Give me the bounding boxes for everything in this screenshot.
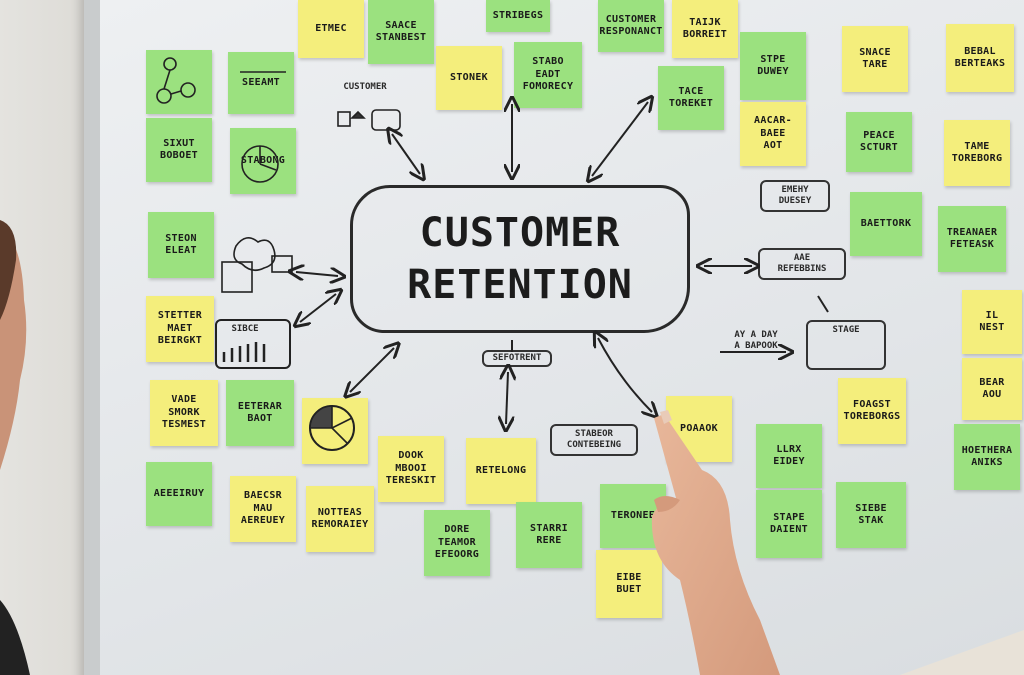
sticky-note: AEEEIRUY [146, 462, 212, 526]
sticky-note: STONEK [436, 46, 502, 110]
sticky-note: TREANAER FETEASK [938, 206, 1006, 272]
pie-chart-lines [331, 417, 353, 445]
sticky-note: TACE TOREKET [658, 66, 724, 130]
arrow [300, 294, 336, 322]
scribble-label: SIBCE [231, 324, 259, 334]
pointing-hand [651, 410, 1024, 675]
scribble-box: EMEHY DUESEY [760, 180, 830, 212]
sticky-note: STAPE DAIENT [756, 490, 822, 558]
sticky-note: BEBAL BERTEAKS [946, 24, 1014, 92]
sticky-note: EETERAR BAOT [226, 380, 294, 446]
sticky-note: FOAGST TOREBORGS [838, 378, 906, 444]
sticky-note: SNACE TARE [842, 26, 908, 92]
sticky-note: CUSTOMER RESPONANCT [598, 0, 664, 52]
sticky-note: STEON ELEAT [148, 212, 214, 278]
person-left [0, 220, 30, 675]
sleeve [900, 630, 1024, 675]
sticky-note: TAIJK BORREIT [672, 0, 738, 58]
doodle-shape [350, 110, 366, 119]
doodle-circle [163, 57, 177, 71]
hand [651, 414, 780, 675]
sticky-note: SIXUT BOBOET [146, 118, 212, 182]
sticky-note: RETELONG [466, 438, 536, 504]
pie-chart-slice [309, 405, 333, 429]
central-bubble [350, 185, 690, 333]
doodle-circle [156, 88, 172, 104]
sticky-note: VADE SMORK TESMEST [150, 380, 218, 446]
sticky-note: HOETHERA ANIKS [954, 424, 1020, 490]
arrow [598, 338, 652, 412]
scribble-box: STABEOR CONTEBEING [550, 424, 638, 456]
sticky-note: STRIBEGS [486, 0, 550, 32]
sticky-note: BEAR AOU [962, 358, 1022, 420]
sticky-note: LLRX EIDEY [756, 424, 822, 488]
sticky-note: BAETTORK [850, 192, 922, 256]
sticky-note: SIEBE STAK [836, 482, 906, 548]
doodle-line [170, 90, 182, 95]
chart-doodle-frame [215, 319, 291, 369]
sticky-note: ETMEC [298, 0, 364, 58]
arrow [506, 372, 508, 424]
doodle-circle [180, 82, 196, 98]
arrow [350, 348, 394, 392]
sticky-note: PEACE SCTURT [846, 112, 912, 172]
pie-doodle [259, 146, 277, 171]
sticky-note: NOTTEAS REMORAIEY [306, 486, 374, 552]
scribble-label: CUSTOMER [343, 82, 387, 92]
cloud-doodle [233, 237, 276, 272]
sticky-note [146, 50, 212, 114]
title-line-1: CUSTOMER [419, 210, 621, 256]
connector-line [817, 295, 829, 313]
sticky-note: TAME TOREBORG [944, 120, 1010, 186]
scribble-label: AY A DAY A BAPOOK [734, 330, 778, 351]
arrow [296, 272, 338, 276]
doodle-box [271, 255, 293, 273]
doodle-line [163, 69, 171, 90]
sticky-note: BAECSR MAU AEREUEY [230, 476, 296, 542]
scribble-box: SEFOTRENT [482, 350, 552, 367]
doodles [156, 57, 401, 451]
scribble-box: STAGE [806, 320, 886, 370]
arrow [592, 102, 648, 176]
sticky-note: STETTER MAET BEIRGKT [146, 296, 214, 362]
sticky-note: STARRI RERE [516, 502, 582, 568]
clothing [0, 600, 30, 675]
doodle-box [371, 109, 401, 131]
arrows [296, 102, 829, 424]
sticky-note: STABONG [230, 128, 296, 194]
sticky-note: STPE DUWEY [740, 32, 806, 100]
arrow [392, 134, 420, 174]
sticky-note: EIBE BUET [596, 550, 662, 618]
sticky-note: AACAR- BAEE AOT [740, 102, 806, 166]
sticky-note: SEEAMT [228, 52, 294, 114]
doodle-box [337, 111, 351, 127]
chart-doodle-bars [222, 342, 266, 362]
sticky-note: STABO EADT FOMORECY [514, 42, 582, 108]
sticky-note: DOOK MBOOI TERESKIT [378, 436, 444, 502]
sticky-note: IL NEST [962, 290, 1022, 354]
doodle-box [221, 261, 253, 293]
knuckle [654, 496, 680, 512]
title-line-2: RETENTION [407, 262, 633, 308]
hair [0, 220, 17, 320]
sticky-note: SAACE STANBEST [368, 0, 434, 64]
fingernail [660, 410, 672, 424]
sticky-note: DORE TEAMOR EFEOORG [424, 510, 490, 576]
